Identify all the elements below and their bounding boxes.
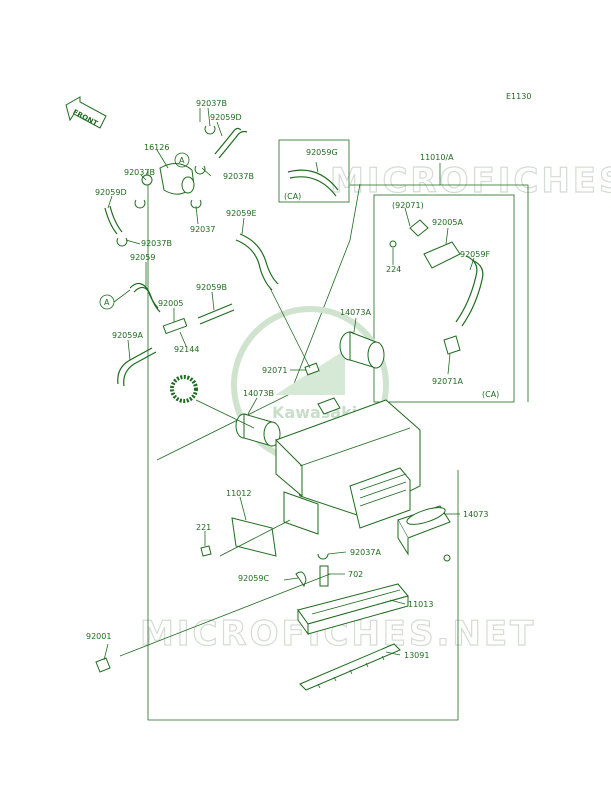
part-92037B-clamp-3 xyxy=(134,199,146,209)
part-92059D-hose-left xyxy=(104,207,118,235)
callout-a-top-circle xyxy=(174,152,190,168)
part-11012-plate xyxy=(231,517,277,557)
part-92059G-hose xyxy=(287,169,339,191)
part-14073B-duct xyxy=(235,413,281,447)
label-16126: 16126 xyxy=(144,143,169,152)
label-13091: 13091 xyxy=(404,651,429,660)
part-92144-clamp-ring xyxy=(170,375,198,403)
label-92059B: 92059B xyxy=(196,283,227,292)
ca-label-right: (CA) xyxy=(482,390,499,399)
part-92059F-hose xyxy=(461,259,484,327)
part-92037B-clamp-2 xyxy=(194,165,206,175)
part-92001-bolt xyxy=(95,657,111,673)
part-92071-grommet xyxy=(409,219,429,237)
label-92037B-2: 92037B xyxy=(124,168,155,177)
part-14073-duct xyxy=(397,505,451,556)
label-92059G: 92059G xyxy=(306,148,338,157)
label-14073: 14073 xyxy=(463,510,488,519)
label-221: 221 xyxy=(196,523,211,532)
part-92059D-hose-top xyxy=(214,127,242,155)
label-92059D-1: 92059D xyxy=(210,113,242,122)
part-14073A-duct xyxy=(339,331,385,369)
label-92059D-2: 92059D xyxy=(95,188,127,197)
label-92059C: 92059C xyxy=(238,574,269,583)
part-221-bolt xyxy=(200,545,212,557)
label-92005: 92005 xyxy=(158,299,183,308)
label-92144: 92144 xyxy=(174,345,199,354)
label-92037B-3: 92037B xyxy=(223,172,254,181)
part-92059C-elbow xyxy=(295,571,307,588)
part-92037A-clamp xyxy=(317,553,329,560)
label-92037B-4: 92037B xyxy=(141,239,172,248)
label-14073A: 14073A xyxy=(340,308,371,317)
assembly-bracket xyxy=(350,184,529,402)
label-11012: 11012 xyxy=(226,489,251,498)
label-11013: 11013 xyxy=(408,600,433,609)
front-arrow-icon: FRONT xyxy=(65,96,107,129)
ca-label-left: (CA) xyxy=(284,192,301,201)
label-14073B: 14073B xyxy=(243,389,274,398)
part-11013-filter xyxy=(297,583,409,636)
part-92071A-cap xyxy=(443,335,461,355)
label-92059A: 92059A xyxy=(112,331,143,340)
main-frame xyxy=(147,170,459,721)
ca-box-left xyxy=(278,139,350,203)
part-92059E-hose xyxy=(239,233,279,285)
label-92005A: 92005A xyxy=(432,218,463,227)
part-labels: 92037B 92059D 16126 92037B 92037B 92059D… xyxy=(86,99,490,660)
part-92037B-clamp-1 xyxy=(204,125,216,135)
frame-divider xyxy=(156,183,361,461)
label-702: 702 xyxy=(348,570,363,579)
part-92005A-fitting xyxy=(423,241,461,269)
part-92005-fitting xyxy=(162,317,188,335)
label-92001: 92001 xyxy=(86,632,111,641)
label-92071A: 92071A xyxy=(432,377,463,386)
label-224: 224 xyxy=(386,265,401,274)
air-box-body xyxy=(275,397,421,535)
part-221-screw-right xyxy=(443,554,451,562)
part-92037B-clamp-4 xyxy=(116,237,128,247)
label-92059E: 92059E xyxy=(226,209,257,218)
label-92037: 92037 xyxy=(190,225,215,234)
label-92071: 92071 xyxy=(262,366,287,375)
label-92071-paren: (92071) xyxy=(392,201,424,210)
part-16126-valve xyxy=(141,163,195,195)
callout-a-left: A xyxy=(104,298,110,307)
part-92071-grommet-small xyxy=(304,362,320,376)
part-224-screw xyxy=(389,240,397,248)
part-92059A-hose xyxy=(117,347,153,385)
part-92059B-hose xyxy=(197,303,233,319)
leader-lines xyxy=(103,107,475,661)
label-92037A: 92037A xyxy=(350,548,381,557)
label-92059: 92059 xyxy=(130,253,155,262)
label-11010A: 11010/A xyxy=(420,153,454,162)
callout-a-top: A xyxy=(179,156,185,165)
label-92059F: 92059F xyxy=(460,250,490,259)
diagram-code: E1130 xyxy=(506,92,531,101)
part-13091-strip xyxy=(299,643,401,691)
ca-box-right xyxy=(373,194,515,403)
label-92037B-1: 92037B xyxy=(196,99,227,108)
